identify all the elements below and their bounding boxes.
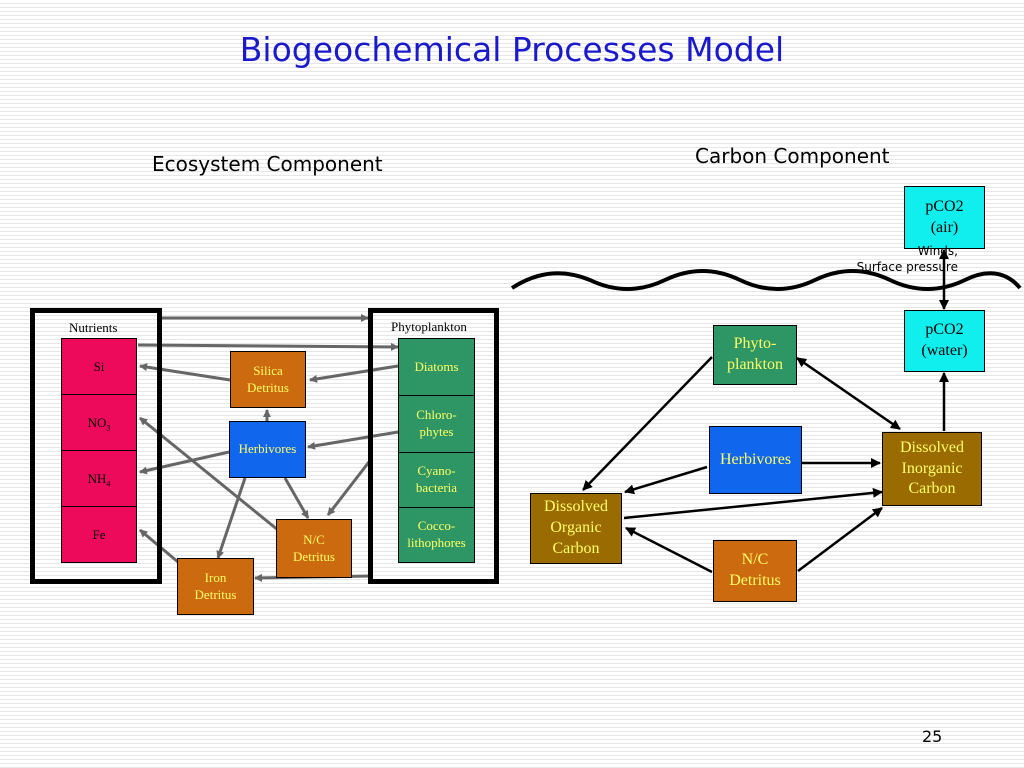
arrow-diatoms-to-silica (309, 364, 399, 383)
page-number: 25 (922, 727, 943, 746)
carbon-nc-detritus: N/C Detritus (713, 540, 797, 602)
nc-detritus: N/C Detritus (276, 519, 352, 578)
nutrient-si-label: Si (93, 359, 105, 374)
carbon-herbivores-label: Herbivores (719, 450, 792, 468)
pco2-water: pCO2 (water) (904, 310, 985, 372)
carbon-nc-detritus-label: N/C Detritus (729, 551, 781, 589)
winds-note: Winds, Surface pressure (856, 244, 958, 275)
dissolved-organic-carbon: Dissolved Organic Carbon (530, 493, 622, 564)
silica-detritus-label: Silica Detritus (247, 362, 289, 395)
pco2-air: pCO2 (air) (904, 186, 985, 249)
arrow-herbivores-to-nc (283, 477, 310, 519)
phyto-coccolithophores-label: Cocco- lithophores (407, 518, 466, 550)
slide-title: Biogeochemical Processes Model (239, 30, 785, 69)
arrow-herbivores-to-doc (624, 465, 708, 495)
arrow-nc-to-dic (797, 507, 883, 572)
phyto-diatoms-label: Diatoms (414, 359, 459, 374)
arrow-si-to-diatoms (137, 342, 399, 351)
arrow-phyto-dic (796, 356, 901, 431)
carbon-phytoplankton: Phyto- plankton (713, 325, 797, 385)
phyto-cyanobacteria-label: Cyano- bacteria (415, 463, 458, 495)
arrow-doc-to-dic (623, 487, 883, 520)
carbon-heading: Carbon Component (695, 144, 890, 168)
arrow-phyto-to-herbivores (307, 430, 399, 450)
sea-surface-wave (510, 269, 1022, 291)
arrow-herbivores-to-nh4 (139, 450, 230, 475)
arrow-silica-to-si (139, 363, 231, 382)
silica-detritus: Silica Detritus (230, 351, 306, 408)
pco2-air-label: pCO2 (air) (925, 197, 964, 236)
nutrient-no3: NO3 (61, 394, 137, 451)
phyto-chlorophytes-label: Chloro- phytes (416, 407, 457, 439)
phyto-coccolithophores: Cocco- lithophores (398, 507, 475, 563)
dic-label: Dissolved Inorganic Carbon (900, 438, 964, 498)
phyto-diatoms: Diatoms (398, 338, 475, 396)
ecosystem-arrows (137, 314, 399, 582)
nutrients-frame (30, 308, 162, 584)
herbivores-label: Herbivores (238, 441, 297, 457)
dissolved-inorganic-carbon: Dissolved Inorganic Carbon (882, 432, 982, 506)
phyto-cyanobacteria: Cyano- bacteria (398, 452, 475, 508)
carbon-phytoplankton-label: Phyto- plankton (727, 335, 783, 373)
no3-subscript: 3 (106, 423, 111, 433)
nutrient-fe-label: Fe (92, 527, 106, 542)
iron-detritus: Iron Detritus (177, 558, 254, 615)
phytoplankton-frame (368, 308, 499, 584)
nutrient-fe: Fe (61, 506, 137, 563)
iron-detritus-label: Iron Detritus (194, 569, 237, 602)
nc-detritus-label: N/C Detritus (293, 531, 335, 564)
arrow-nc-to-no3 (139, 416, 279, 532)
pco2-water-label: pCO2 (water) (921, 321, 968, 359)
ecosystem-heading: Ecosystem Component (152, 152, 383, 176)
herbivores-box: Herbivores (229, 421, 306, 478)
phytoplankton-label: Phytoplankton (391, 319, 467, 334)
nutrient-no3-label: NO3 (87, 415, 111, 433)
phyto-chlorophytes: Chloro- phytes (398, 395, 475, 453)
nutrient-si: Si (61, 338, 137, 395)
nutrient-nh4: NH4 (61, 450, 137, 507)
arrow-nc-to-doc (625, 526, 713, 574)
carbon-arrows (582, 249, 949, 574)
arrow-phyto-to-nc (326, 457, 374, 516)
doc-label: Dissolved Organic Carbon (544, 498, 608, 557)
carbon-herbivores: Herbivores (709, 426, 802, 494)
nutrient-nh4-label: NH4 (87, 471, 111, 489)
arrow-herbivores-to-iron (216, 477, 247, 559)
nh4-subscript: 4 (106, 479, 111, 489)
arrow-phyto-to-doc (582, 356, 713, 491)
nutrients-label: Nutrients (69, 320, 118, 335)
